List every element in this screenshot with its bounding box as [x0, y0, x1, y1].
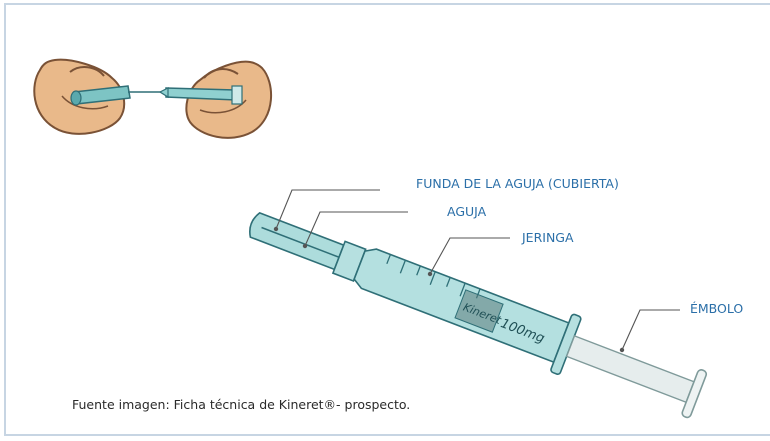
label-syringe: JERINGA — [522, 230, 574, 245]
hands-removing-cap-image — [33, 58, 273, 139]
label-needle-cover: FUNDA DE LA AGUJA (CUBIERTA) — [416, 176, 619, 191]
image-source-caption: Fuente imagen: Ficha técnica de Kineret®… — [72, 397, 411, 412]
label-needle: AGUJA — [447, 204, 487, 219]
leader-lines — [273, 189, 680, 353]
syringe-drawing: Kineret 100mg — [249, 211, 708, 419]
label-plunger: ÉMBOLO — [690, 301, 744, 316]
